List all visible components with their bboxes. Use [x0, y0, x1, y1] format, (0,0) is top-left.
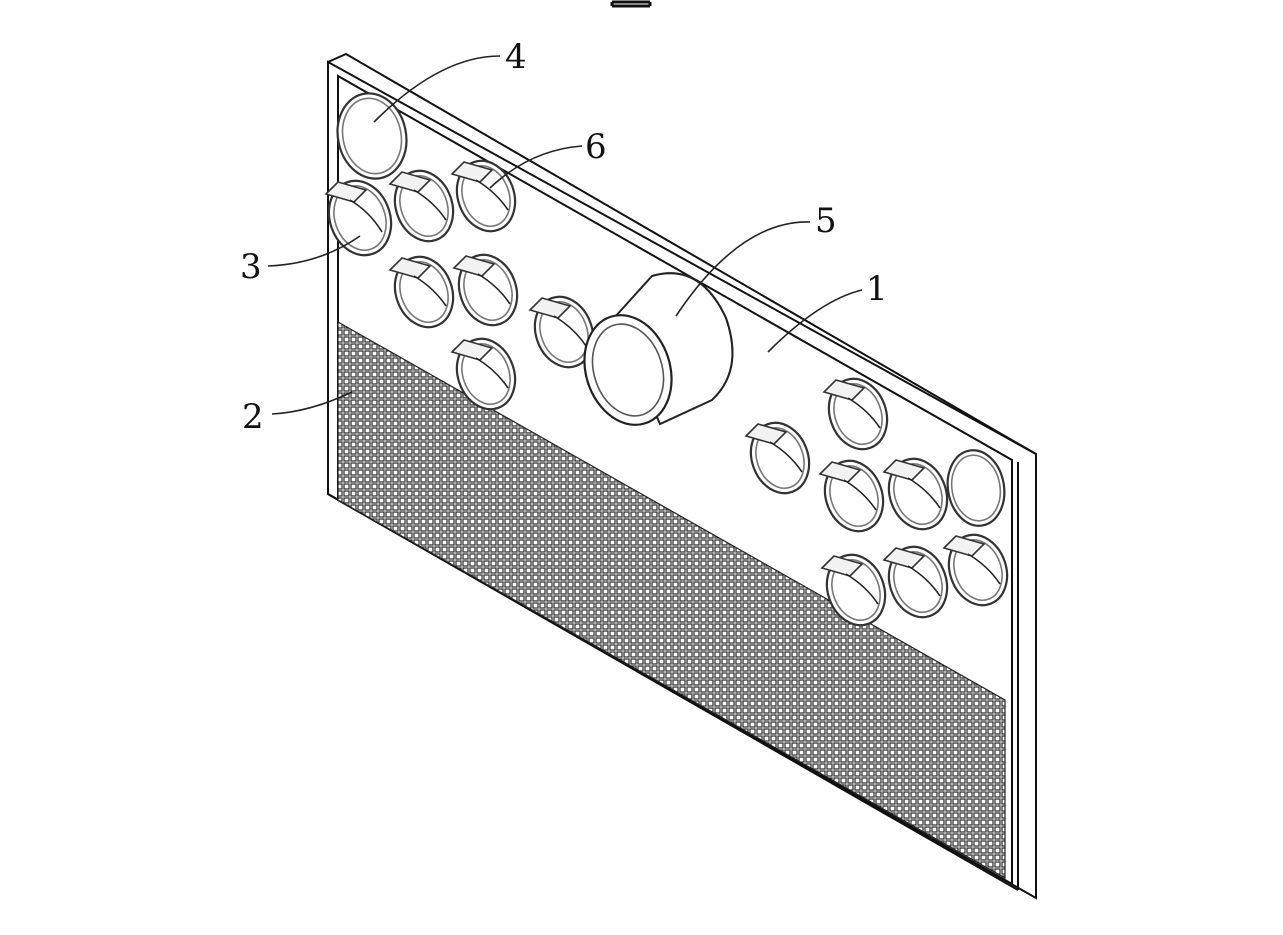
vent-ring — [822, 377, 889, 451]
vent-ring — [942, 533, 1009, 607]
leader-3 — [267, 235, 361, 267]
vent-ring — [882, 545, 949, 619]
vent-ring — [744, 421, 811, 495]
label-2: 2 — [242, 397, 264, 437]
leader-2 — [271, 391, 353, 415]
vent-ring — [528, 295, 595, 369]
vent-ring — [388, 169, 455, 243]
vent-ring — [820, 553, 887, 627]
vent-ring — [818, 459, 885, 533]
vent-ring — [452, 253, 519, 327]
leader-1 — [767, 289, 863, 353]
label-6: 6 — [585, 127, 607, 167]
round-element-right — [946, 449, 1006, 527]
vent-ring — [450, 337, 517, 411]
leader-6 — [489, 145, 583, 189]
top-edge-mark — [610, 0, 652, 8]
label-1: 1 — [866, 269, 888, 309]
label-3: 3 — [240, 247, 262, 287]
leader-5 — [675, 221, 811, 317]
leader-lines — [267, 55, 863, 415]
vent-ring — [882, 457, 949, 531]
perforated-mesh-region — [337, 320, 1006, 880]
label-5: 5 — [815, 201, 837, 241]
central-cylinder — [583, 272, 734, 426]
round-element-top-left — [336, 92, 408, 180]
vent-ring — [324, 179, 393, 257]
vent-ring — [388, 255, 455, 329]
leader-4 — [373, 55, 501, 123]
vent-ring — [450, 159, 517, 233]
label-4: 4 — [505, 37, 527, 77]
